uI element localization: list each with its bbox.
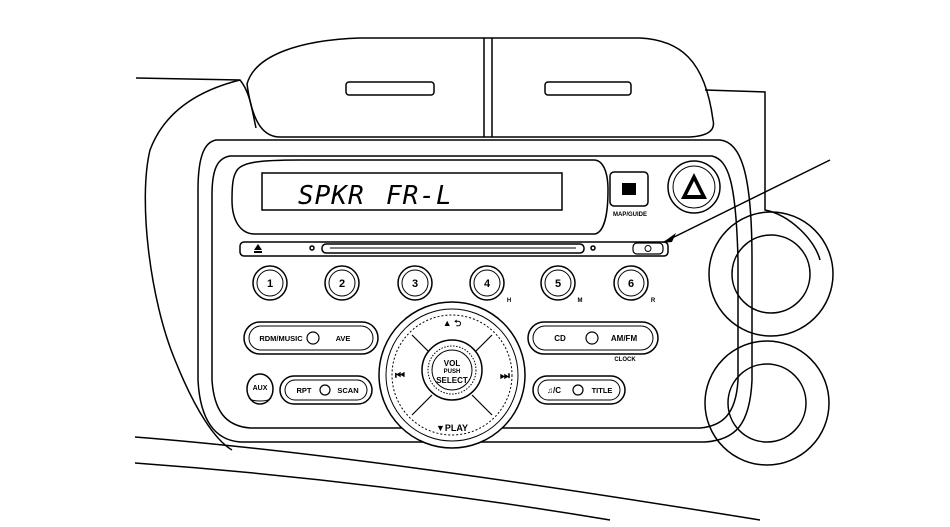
rpt-scan-separator — [319, 384, 331, 396]
folder-button[interactable]: ♫/C — [547, 386, 561, 395]
slot-strip — [239, 241, 669, 257]
round-vent-lower-outer — [704, 340, 830, 466]
cd-amfm-pill: CD AM/FM CLOCK — [527, 321, 659, 363]
vent-slot-left — [345, 81, 435, 96]
vol-select-knob[interactable] — [421, 339, 483, 401]
display-bezel — [231, 159, 609, 235]
preset-5[interactable]: 5 M — [540, 265, 583, 304]
cd-button[interactable]: CD — [554, 334, 566, 343]
round-vent-upper-outer — [708, 211, 834, 337]
vent-housing — [246, 37, 715, 138]
preset-buttons: 1 2 3 4 H 5 M 6 R — [252, 265, 656, 304]
power-button[interactable] — [632, 242, 664, 255]
preset-3[interactable]: 3 — [397, 265, 433, 301]
display-line-left: SPKR — [298, 181, 365, 211]
amfm-button[interactable]: AM/FM — [611, 334, 638, 343]
preset-1-label: 1 — [267, 278, 273, 290]
dash-outline-top-right — [704, 89, 821, 261]
display-window — [261, 172, 563, 211]
knob-label-vol: VOL — [444, 359, 461, 368]
aux-label: AUX — [253, 385, 268, 392]
slot-indicator-left — [309, 245, 315, 251]
note-title-pill: ♫/C TITLE — [532, 375, 626, 405]
round-vent-lower-inner — [727, 363, 807, 443]
slot-indicator-right — [590, 245, 596, 251]
dpad-left-skip-back-button[interactable]: ⏮ — [395, 370, 405, 382]
preset-4[interactable]: 4 H — [469, 265, 511, 304]
preset-3-label: 3 — [412, 278, 418, 290]
knob-label-push: PUSH — [444, 369, 461, 375]
knob-label-select: SELECT — [436, 376, 468, 385]
rdm-ave-pill: RDM/MUSIC AVE — [243, 321, 379, 355]
control-dial: ▲ ⮌ ▼PLAY ⏮ ⏭ VOL PUSH SELECT — [378, 301, 526, 449]
preset-1[interactable]: 1 — [252, 265, 288, 301]
map-guide-button-icon — [622, 183, 636, 195]
display-line-right: FR-L — [386, 181, 453, 211]
ave-button[interactable]: AVE — [336, 334, 351, 343]
dpad-down-play-button[interactable]: ▼PLAY — [436, 423, 468, 433]
aux-jack[interactable]: AUX — [246, 373, 274, 405]
dash-outline-bottom — [134, 436, 761, 521]
callout-arrowhead — [662, 233, 676, 243]
dash-outline-left — [135, 77, 257, 451]
preset-5-label: 5 — [555, 278, 561, 290]
disc-slot — [321, 243, 585, 254]
faceplate-inner — [211, 155, 739, 429]
rdm-music-button[interactable]: RDM/MUSIC — [259, 334, 303, 343]
preset-5-sublabel: M — [578, 298, 583, 304]
preset-2[interactable]: 2 — [324, 265, 360, 301]
round-vent-upper-inner — [731, 234, 811, 314]
faceplate — [197, 139, 753, 443]
note-title-separator — [572, 384, 584, 396]
preset-4-label: 4 — [484, 278, 491, 290]
vent-slot-right — [544, 81, 632, 96]
preset-6[interactable]: 6 R — [613, 265, 656, 304]
map-guide-label: MAP/GUIDE — [613, 212, 647, 218]
callout-leader — [663, 159, 831, 243]
cd-amfm-separator — [585, 331, 599, 345]
dpad-up-button[interactable]: ▲ ⮌ — [443, 318, 462, 328]
title-button[interactable]: TITLE — [592, 386, 613, 395]
clock-label: CLOCK — [614, 357, 636, 363]
preset-6-sublabel: R — [651, 298, 656, 304]
preset-6-label: 6 — [628, 278, 634, 290]
eject-icon[interactable] — [254, 244, 262, 250]
dpad-right-skip-forward-button[interactable]: ⏭ — [500, 370, 510, 382]
rdm-ave-separator — [306, 331, 320, 345]
scan-button[interactable]: SCAN — [337, 386, 358, 395]
preset-2-label: 2 — [339, 278, 345, 290]
rpt-scan-pill: RPT SCAN — [279, 375, 373, 405]
preset-4-sublabel: H — [507, 298, 511, 304]
power-icon — [644, 245, 652, 252]
rpt-button[interactable]: RPT — [297, 386, 312, 395]
vent-divider — [483, 38, 493, 137]
